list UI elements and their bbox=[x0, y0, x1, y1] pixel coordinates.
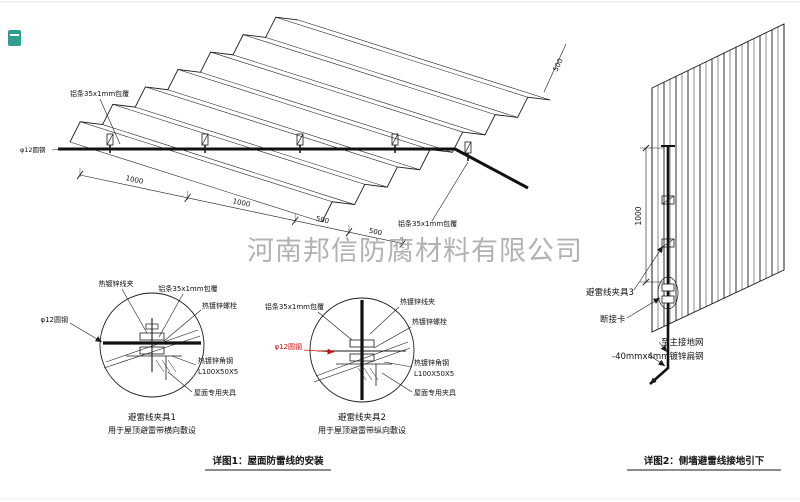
figure1-detail-circle-2: 铝条35x1mm包覆 热镀锌线夹 热镀锌螺栓 φ12圆钢 热镀锌角钢 L100X… bbox=[265, 297, 456, 435]
label-fixture-2: 屋面专用夹具 bbox=[414, 388, 456, 397]
dim-1000-a: 1000 bbox=[125, 174, 144, 186]
lightning-wire bbox=[58, 147, 529, 190]
company-watermark: 河南邦信防腐材料有限公司 bbox=[247, 236, 583, 267]
dim-500-a: 500 bbox=[315, 215, 330, 226]
label-galv-clamp-2: 热镀锌线夹 bbox=[400, 297, 435, 306]
label-strip-2: 铝条35x1mm包覆 bbox=[265, 302, 324, 311]
leader-strip-right bbox=[431, 161, 469, 222]
roof-dimension-line bbox=[79, 174, 403, 244]
leader-strip-top bbox=[99, 98, 121, 145]
detail1-circle bbox=[99, 292, 205, 398]
detail2-subtitle: 用于屋顶避雷带纵向敷设 bbox=[318, 425, 406, 435]
figure1-caption: 详图1：屋面防雷线的安装 bbox=[212, 455, 324, 467]
label-clamp3: 避雷线夹具3 bbox=[586, 287, 634, 298]
label-angle-spec-1: L100X50X5 bbox=[198, 368, 238, 376]
label-aluminum-strip-right: 铝条35x1mm包覆 bbox=[398, 219, 457, 228]
detail2-circle bbox=[309, 297, 415, 403]
detail2-title: 避雷线夹具2 bbox=[338, 412, 386, 423]
label-disconnect-link: 断接卡 bbox=[600, 314, 626, 325]
roof-wire-clamps bbox=[106, 133, 472, 161]
label-bolt-2: 热镀锌螺栓 bbox=[412, 317, 447, 326]
disconnect-link-plate-bottom bbox=[661, 295, 675, 304]
disconnect-detail-ellipse bbox=[657, 276, 679, 310]
detail1-title: 避雷线夹具1 bbox=[128, 412, 176, 423]
label-angle-2: 热镀锌角钢 bbox=[414, 358, 449, 367]
figure1-detail-circle-1: 热镀锌线夹 铝条35x1mm包覆 热镀锌螺栓 φ12圆钢 热镀锌角钢 L100X… bbox=[40, 279, 238, 435]
figure2-caption: 详图2：侧墙避雷线接地引下 bbox=[644, 455, 765, 467]
disconnect-link-plate-top bbox=[661, 283, 675, 292]
dim-500-b: 500 bbox=[368, 227, 383, 238]
downlead-wire bbox=[649, 145, 670, 385]
wall-wire-clamps bbox=[661, 195, 675, 248]
label-bolt-1: 热镀锌螺栓 bbox=[202, 301, 237, 310]
label-rod-1: φ12圆钢 bbox=[40, 315, 68, 324]
wall-corrugated-sheet bbox=[651, 23, 785, 332]
label-round-steel-roof: φ12圆钢 bbox=[20, 146, 46, 154]
label-angle-spec-2: L100X50X5 bbox=[414, 370, 454, 378]
label-flat-steel: -40mmx4mm镀锌扁钢 bbox=[612, 351, 703, 362]
label-angle-1: 热镀锌角钢 bbox=[198, 356, 233, 365]
dim-500-c: 500 bbox=[552, 57, 565, 73]
roof-dimension-ticks bbox=[76, 168, 407, 248]
label-galv-clamp-1: 热镀锌线夹 bbox=[99, 279, 134, 288]
roof-corrugated-sheet bbox=[69, 16, 551, 223]
label-fixture-1: 屋面专用夹具 bbox=[194, 388, 236, 397]
dim-1000-b: 1000 bbox=[232, 197, 251, 209]
label-strip-1: 铝条35x1mm包覆 bbox=[158, 284, 217, 293]
figure2-wall-elevation: 1000 避雷线夹具3 断接卡 至主接地网 -40mmx4mm镀锌扁钢 bbox=[586, 23, 785, 385]
label-rod-2: φ12圆钢 bbox=[274, 342, 302, 351]
label-to-main-ground: 至主接地网 bbox=[661, 337, 704, 348]
dim-wall-1000: 1000 bbox=[634, 206, 643, 225]
label-aluminum-strip-top: 铝条35x1mm包覆 bbox=[70, 89, 129, 98]
detail1-subtitle: 用于屋顶避雷带横向敷设 bbox=[108, 425, 196, 435]
leader-round-steel-roof bbox=[51, 148, 64, 151]
figure1-roof-isometric: 1000 1000 500 500 500 铝条35x1mm包覆 φ12圆钢 铝… bbox=[20, 16, 567, 248]
roof-right-dimension-line bbox=[543, 43, 567, 93]
green-seal-icon bbox=[8, 30, 21, 46]
